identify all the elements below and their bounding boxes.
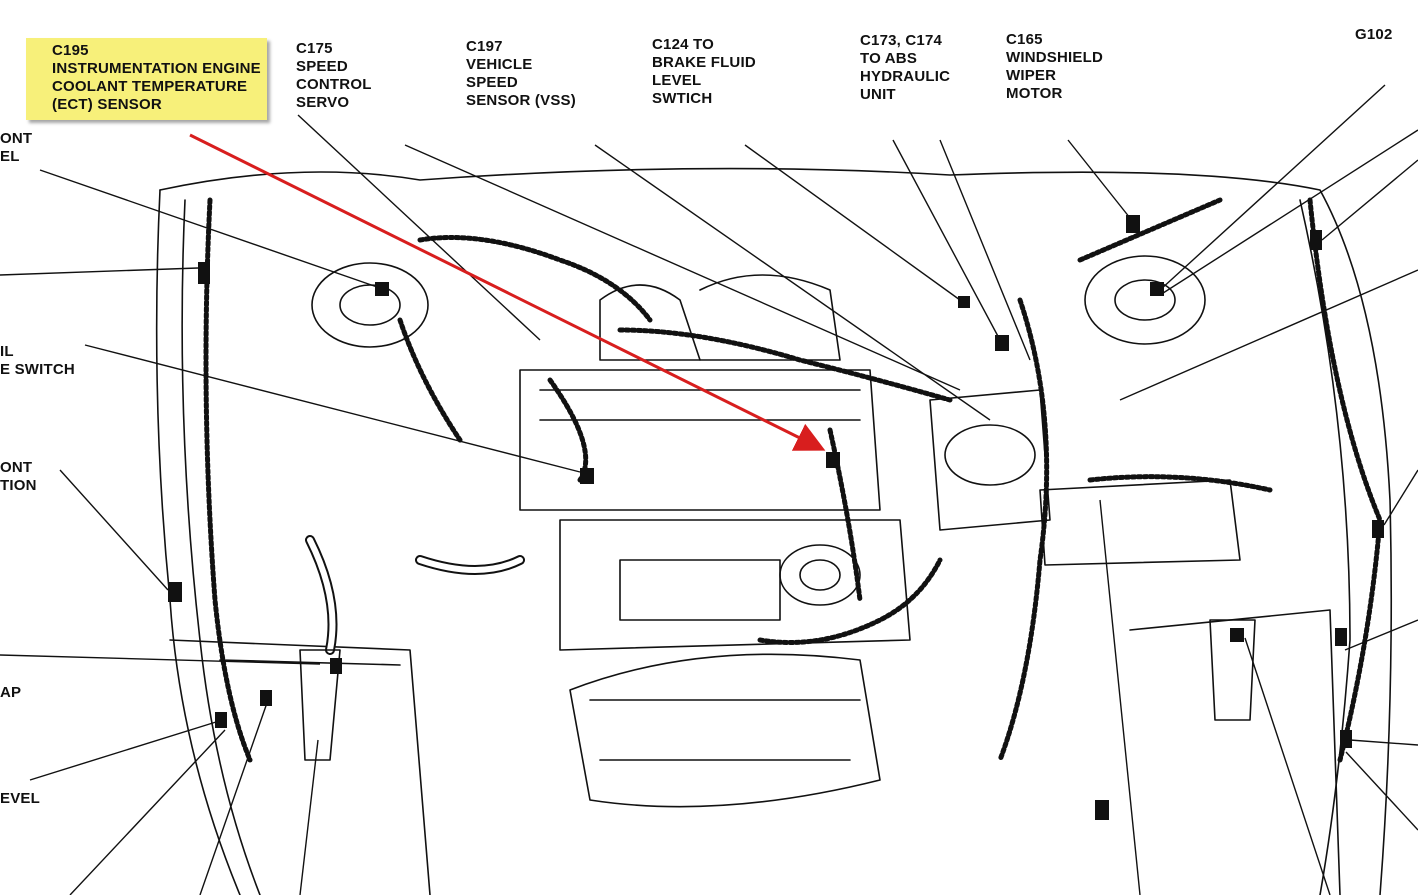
label-c195-ect-sensor: C195 INSTRUMENTATION ENGINE COOLANT TEMP… xyxy=(26,38,267,120)
label-c175-speed-control-servo: C175 SPEED CONTROL SERVO xyxy=(296,40,372,111)
leader-c124 xyxy=(594,144,991,421)
intake-manifold xyxy=(559,519,911,651)
label-left-4: AP xyxy=(0,684,22,701)
leader-c173b xyxy=(892,139,1001,341)
left-fender-box xyxy=(169,639,431,895)
right-strut-tower xyxy=(1084,255,1206,345)
label-left-3: ONT TION xyxy=(0,459,37,494)
highlight-arrow xyxy=(189,133,826,451)
label-g102: G102 xyxy=(1355,26,1393,43)
label-left-2: IL E SWITCH xyxy=(0,343,75,378)
leader-c175 xyxy=(297,114,541,341)
label-c165-wiper-motor: C165 WINDSHIELD WIPER MOTOR xyxy=(1006,31,1103,102)
right-fender-box xyxy=(1129,609,1341,895)
hood-outline xyxy=(159,167,1393,895)
label-c197-vss: C197 VEHICLE SPEED SENSOR (VSS) xyxy=(466,38,576,109)
harness-center xyxy=(617,327,953,403)
harness-left xyxy=(203,197,253,763)
label-c173-abs-unit: C173, C174 TO ABS HYDRAULIC UNIT xyxy=(860,32,951,103)
label-left-5: EVEL xyxy=(0,790,40,807)
engine-block xyxy=(519,369,881,511)
left-strut-tower xyxy=(311,262,429,348)
harness-right xyxy=(997,297,1050,763)
leader-c173a xyxy=(744,144,961,301)
label-c124-brake-fluid: C124 TO BRAKE FLUID LEVEL SWTICH xyxy=(652,36,756,107)
leader-c197 xyxy=(404,144,961,391)
leader-c165 xyxy=(1067,139,1131,219)
battery xyxy=(1039,479,1241,566)
label-left-1: ONT EL xyxy=(0,130,33,165)
